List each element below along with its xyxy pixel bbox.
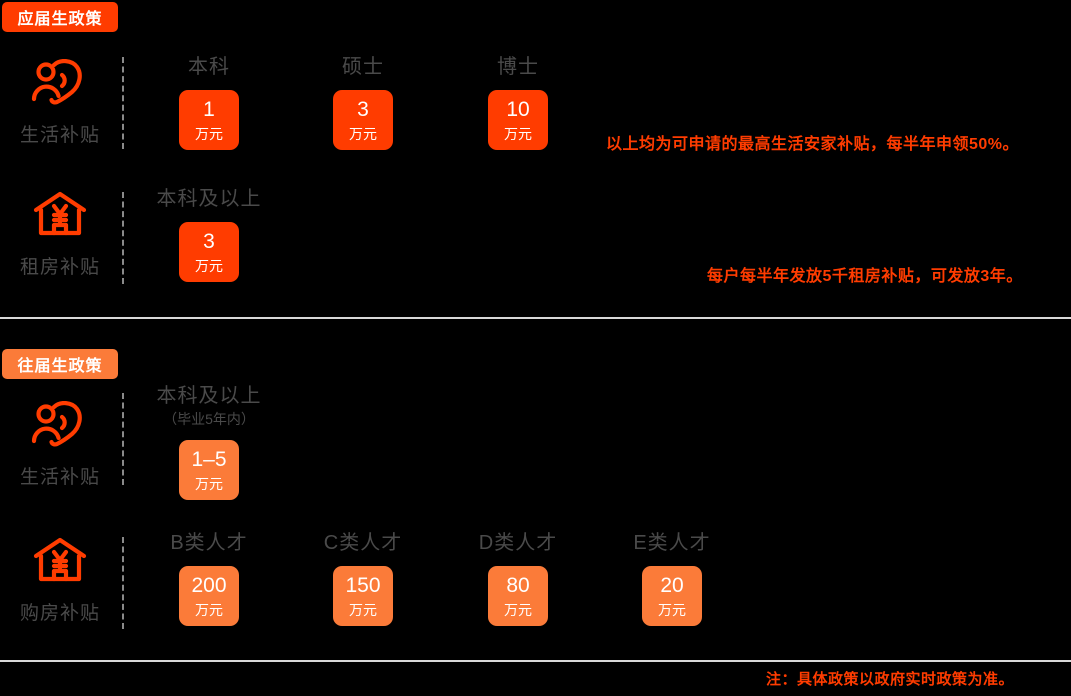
chip-amount: 10 <box>506 98 530 121</box>
row-label-rental-subsidy: 租房补贴 <box>0 190 120 279</box>
column-master-living: 硕士 3 万元 <box>298 56 428 150</box>
row-label-living-subsidy-past: 生活补贴 <box>0 400 120 489</box>
chip-amount: 3 <box>203 230 215 253</box>
house-yuan-icon <box>29 190 91 238</box>
value-chip: 1 万元 <box>179 90 239 150</box>
column-talent-c: C类人才 150 万元 <box>298 532 428 626</box>
value-chip: 1–5 万元 <box>179 440 239 500</box>
column-bachelor-living: 本科 1 万元 <box>144 56 274 150</box>
chip-unit: 万元 <box>195 602 223 618</box>
value-chip: 3 万元 <box>333 90 393 150</box>
row-label-text: 购房补贴 <box>19 603 100 624</box>
chip-amount: 1 <box>203 98 215 121</box>
column-doctor-living: 博士 10 万元 <box>453 56 583 150</box>
chip-unit: 万元 <box>349 126 377 142</box>
row-label-text: 生活补贴 <box>19 467 100 488</box>
section-badge-fresh-graduate: 应届生政策 <box>2 2 118 32</box>
row-label-text: 生活补贴 <box>19 125 100 146</box>
column-head: 本科及以上 <box>156 385 262 407</box>
column-subhead: （毕业5年内） <box>163 411 255 427</box>
row-divider-living-subsidy-past <box>122 393 124 485</box>
value-chip: 20 万元 <box>642 566 702 626</box>
row-divider-living-subsidy-fresh <box>122 57 124 149</box>
house-yuan-icon <box>29 536 91 584</box>
column-head: 硕士 <box>342 56 384 78</box>
chip-amount: 3 <box>357 98 369 121</box>
value-chip: 200 万元 <box>179 566 239 626</box>
value-chip: 10 万元 <box>488 90 548 150</box>
note-living-subsidy-fresh: 以上均为可申请的最高生活安家补贴，每半年申领50%。 <box>606 136 1020 153</box>
value-chip: 150 万元 <box>333 566 393 626</box>
section-badge-past-graduate: 往届生政策 <box>2 349 118 379</box>
chip-amount: 80 <box>506 574 530 597</box>
section-divider-middle <box>0 317 1071 319</box>
chip-amount: 1–5 <box>191 448 227 471</box>
chip-unit: 万元 <box>658 602 686 618</box>
column-head: C类人才 <box>323 532 403 554</box>
column-head: 本科 <box>188 56 230 78</box>
note-rental-subsidy: 每户每半年发放5千租房补贴，可发放3年。 <box>707 268 1023 285</box>
chip-unit: 万元 <box>195 126 223 142</box>
chip-unit: 万元 <box>349 602 377 618</box>
column-head: D类人才 <box>478 532 558 554</box>
person-heart-icon <box>29 400 91 448</box>
chip-unit: 万元 <box>504 126 532 142</box>
column-head: 博士 <box>497 56 539 78</box>
column-talent-b: B类人才 200 万元 <box>144 532 274 626</box>
row-label-living-subsidy-fresh: 生活补贴 <box>0 58 120 147</box>
column-bachelor-plus-rental: 本科及以上 3 万元 <box>144 188 274 282</box>
footnote-divider <box>0 660 1071 662</box>
chip-unit: 万元 <box>504 602 532 618</box>
column-bachelor-plus-living-past: 本科及以上 （毕业5年内） 1–5 万元 <box>144 385 274 500</box>
row-label-text: 租房补贴 <box>19 257 100 278</box>
chip-unit: 万元 <box>195 476 223 492</box>
value-chip: 80 万元 <box>488 566 548 626</box>
column-talent-e: E类人才 20 万元 <box>607 532 737 626</box>
chip-unit: 万元 <box>195 258 223 274</box>
column-talent-d: D类人才 80 万元 <box>453 532 583 626</box>
person-heart-icon <box>29 58 91 106</box>
value-chip: 3 万元 <box>179 222 239 282</box>
column-head: B类人才 <box>170 532 248 554</box>
footnote-text: 注：具体政策以政府实时政策为准。 <box>766 671 1015 688</box>
row-label-purchase-subsidy: 购房补贴 <box>0 536 120 625</box>
row-divider-rental-subsidy <box>122 192 124 284</box>
column-head: 本科及以上 <box>156 188 262 210</box>
row-divider-purchase-subsidy <box>122 537 124 629</box>
chip-amount: 200 <box>191 574 227 597</box>
column-head: E类人才 <box>633 532 711 554</box>
chip-amount: 150 <box>345 574 381 597</box>
chip-amount: 20 <box>660 574 684 597</box>
